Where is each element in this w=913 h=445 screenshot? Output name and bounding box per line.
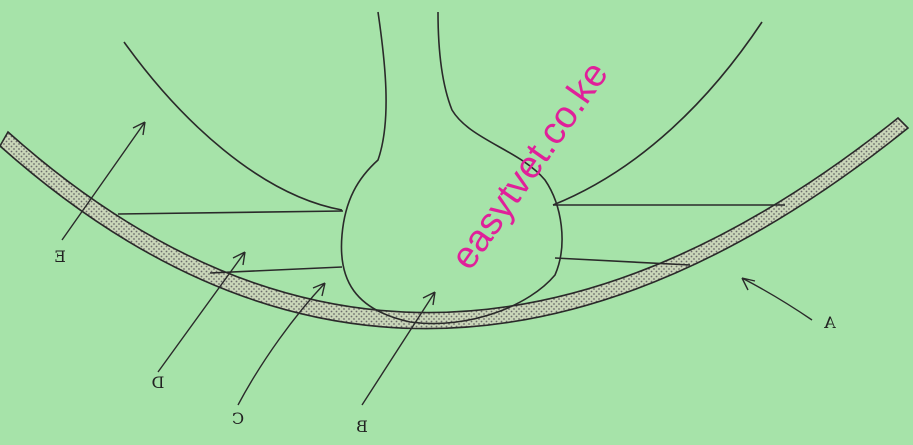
- left-upper-line: [118, 211, 343, 214]
- label-c: C: [232, 409, 244, 428]
- label-d: D: [152, 373, 165, 392]
- dotted-layer: [0, 118, 908, 329]
- left-outer-curve: [124, 42, 342, 210]
- label-e: E: [54, 247, 66, 266]
- label-b: B: [356, 417, 368, 436]
- watermark: easytvet.co.ke: [443, 54, 617, 277]
- arrow-a: [742, 278, 812, 320]
- label-a: A: [824, 313, 837, 332]
